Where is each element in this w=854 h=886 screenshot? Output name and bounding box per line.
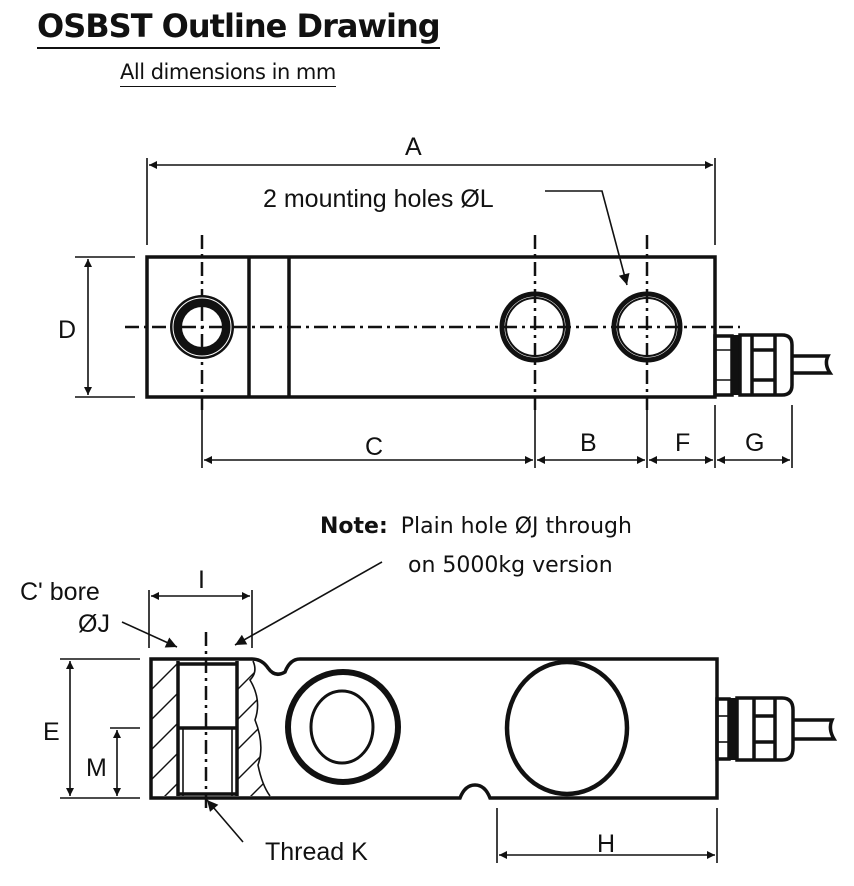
- cable-gland-top: [713, 333, 834, 397]
- cbore-callout: C' bore ØJ: [20, 578, 178, 648]
- dimension-label-f: F: [675, 429, 690, 457]
- dimension-label-b: B: [580, 429, 597, 457]
- gland-body: [738, 333, 794, 397]
- dimension-label-c: C: [365, 433, 383, 461]
- dimension-label-g: G: [745, 429, 764, 457]
- gland-body: [735, 696, 795, 762]
- dimension-m: M: [86, 727, 140, 796]
- drawing-title: OSBST Outline Drawing: [37, 6, 441, 49]
- dimension-label-m: M: [86, 754, 107, 782]
- top-view: A 2 mounting holes ØL: [58, 133, 834, 468]
- cbore-label: C' bore: [20, 578, 100, 606]
- leader-line: [545, 190, 630, 286]
- thread-callout: Thread K: [206, 799, 368, 866]
- note-label: Note:: [320, 514, 388, 539]
- gland-nut: [715, 697, 731, 761]
- dimension-label-h: H: [597, 830, 615, 858]
- gland-ring: [732, 335, 740, 395]
- dimension-d: D: [58, 256, 135, 398]
- note-line-2: on 5000kg version: [408, 553, 613, 578]
- dimension-h: H: [496, 808, 718, 863]
- side-view: Note: Plain hole ØJ through on 5000kg ve…: [20, 514, 838, 866]
- load-cell-body-side: [149, 657, 719, 800]
- dimension-label-d: D: [58, 316, 76, 344]
- section-hatching: [151, 660, 271, 797]
- note-leader-line: [234, 561, 383, 646]
- note-text: Note: Plain hole ØJ through: [320, 514, 632, 539]
- mounting-hole: [499, 291, 571, 363]
- mounting-holes-callout: 2 mounting holes ØL: [263, 185, 630, 286]
- dimension-label-e: E: [43, 718, 60, 746]
- break-line: [248, 660, 271, 797]
- thread-label: Thread K: [265, 838, 368, 866]
- dimension-a: A: [146, 133, 716, 245]
- note-callout: Note: Plain hole ØJ through on 5000kg ve…: [234, 514, 632, 646]
- units-subtitle: All dimensions in mm: [120, 58, 336, 87]
- mounting-hole-inner: [505, 297, 565, 357]
- note-line-1: Plain hole ØJ through: [401, 514, 632, 539]
- thread-leader-line: [206, 799, 244, 843]
- dimension-label-a: A: [405, 133, 422, 161]
- cable-gland-side: [715, 696, 838, 762]
- mounting-hole: [611, 291, 683, 363]
- gland-nut: [713, 334, 734, 397]
- load-boss-highlight: [291, 675, 395, 779]
- cable: [792, 354, 834, 375]
- cable: [793, 718, 838, 741]
- load-hole-ring-highlight: [172, 297, 232, 357]
- load-boss-inner: [309, 689, 375, 765]
- load-boss-outer: [285, 669, 401, 785]
- mounting-hole-inner: [617, 297, 677, 357]
- counterbore-section: [176, 632, 239, 812]
- gland-ring: [729, 698, 737, 760]
- chain-dimensions: C B F G: [201, 405, 793, 468]
- dimension-i: I: [148, 566, 253, 648]
- strain-gauge-pocket: [504, 659, 630, 797]
- mounting-holes-label: 2 mounting holes ØL: [263, 185, 494, 213]
- dimension-label-i: I: [198, 566, 205, 594]
- dimension-e: E: [43, 658, 140, 799]
- cbore-diameter-label: ØJ: [78, 610, 110, 638]
